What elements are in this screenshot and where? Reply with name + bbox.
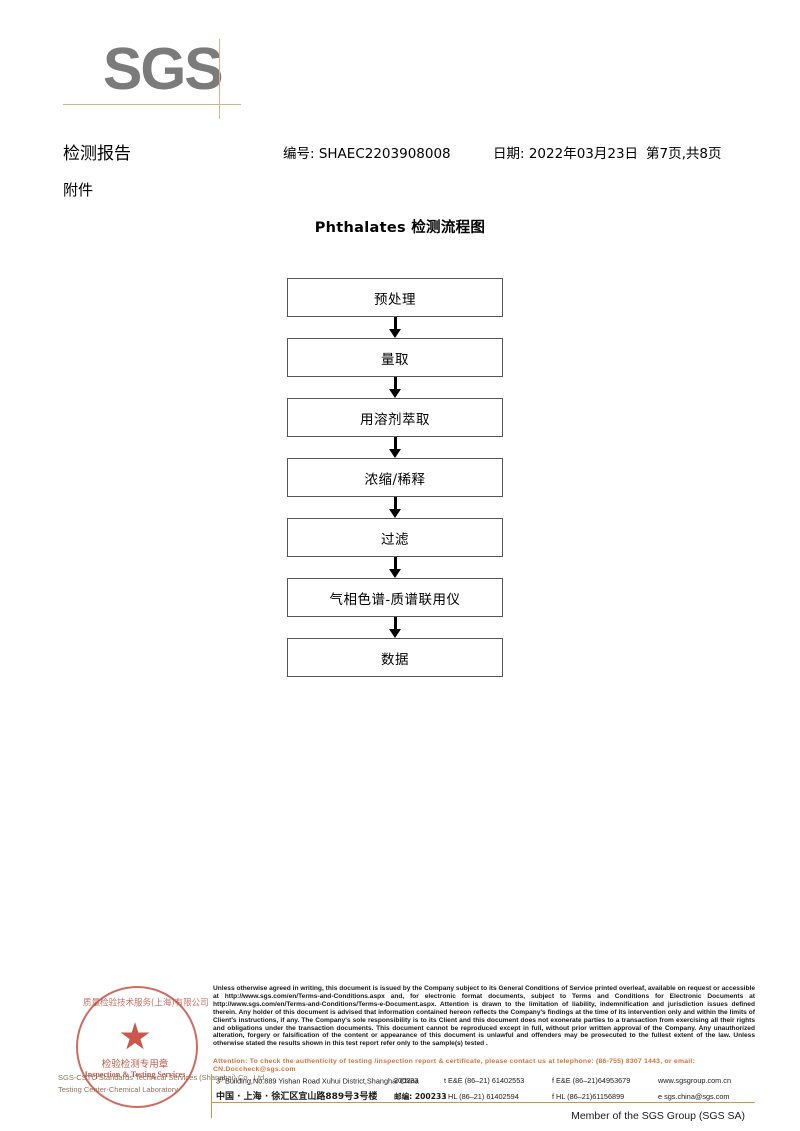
report-date: 日期: 2022年03月23日 [493,146,639,162]
contact-email[interactable]: e sgs.china@sgs.com [658,1092,730,1101]
footer-vertical-rule [211,1074,212,1118]
legal-disclaimer-text: Unless otherwise agreed in writing, this… [213,985,755,1048]
flow-step-box: 预处理 [287,278,503,317]
sgs-logo-text: SGS [103,36,224,102]
seal-arc-text: 质量检验技术服务(上海)有限公司 [83,997,209,1009]
seal-center-cn-text: 检验检测专用章 [101,1059,169,1070]
flow-arrow-down-icon [287,437,503,458]
footer-horizontal-rule [211,1102,755,1104]
flow-arrow-down-icon [287,317,503,338]
contact-tel-hl: t HL (86–21) 61402594 [444,1092,519,1101]
contact-address-en: 3rdBuilding,No.889 Yishan Road Xuhui Dis… [216,1076,419,1086]
seal-ring [76,986,198,1108]
contact-tel-ee: t E&E (86–21) 61402553 [444,1076,525,1086]
contact-info-table: 3rdBuilding,No.889 Yishan Road Xuhui Dis… [216,1076,756,1102]
report-header: 检测报告 编号: SHAEC2203908008 日期: 2022年03月23日… [63,143,753,165]
logo-horizontal-rule [63,104,241,105]
attention-notice-text: Attention: To check the authenticity of … [213,1058,696,1074]
contact-row: 3rdBuilding,No.889 Yishan Road Xuhui Dis… [216,1076,756,1089]
contact-address-cn: 中国 · 上海 · 徐汇区宜山路889号3号楼 [216,1092,378,1102]
page-number: 第7页,共8页 [646,146,722,162]
contact-website[interactable]: www.sgsgroup.com.cn [658,1076,731,1086]
contact-zip-en: 200233 [394,1076,419,1086]
entity-lab-name: Testing Center-Chemical Laboratory [58,1085,179,1094]
page-title: 检测报告 [63,144,131,164]
contact-fax-hl: f HL (86–21)61156899 [552,1092,625,1101]
contact-row: 中国 · 上海 · 徐汇区宜山路889号3号楼 邮编: 200233 t HL … [216,1089,756,1102]
flow-step-box: 数据 [287,638,503,677]
attachment-label: 附件 [63,181,94,199]
flow-step-box: 量取 [287,338,503,377]
flowchart: 预处理 量取 用溶剂萃取 浓缩/稀释 过滤 气相色谱-质谱联用仪 数据 [287,278,503,677]
contact-fax-ee: f E&E (86–21)64953679 [552,1076,631,1086]
flow-arrow-down-icon [287,557,503,578]
flow-step-box: 浓缩/稀释 [287,458,503,497]
logo-vertical-rule [219,39,220,119]
entity-name-block: SGS-CSTC Standards Technical Services (S… [58,1072,267,1096]
company-seal-stamp: 质量检验技术服务(上海)有限公司 检验检测专用章 Inspection & Te… [76,986,209,1108]
flow-arrow-down-icon [287,497,503,518]
flow-step-box: 用溶剂萃取 [287,398,503,437]
flowchart-title: Phthalates 检测流程图 [314,220,486,236]
seal-center-en-text: Inspection & Testing Services [84,1070,186,1079]
entity-name-en: SGS-CSTC Standards Technical Services (S… [58,1073,267,1082]
flow-step-box: 气相色谱-质谱联用仪 [287,578,503,617]
sgs-logo: SGS [63,36,363,119]
contact-zip-cn: 邮编: 200233 [394,1092,447,1101]
report-number: 编号: SHAEC2203908008 [283,146,451,162]
flow-step-box: 过滤 [287,518,503,557]
flow-arrow-down-icon [287,617,503,638]
sgs-group-member-line: Member of the SGS Group (SGS SA) [571,1110,745,1122]
flow-arrow-down-icon [287,377,503,398]
